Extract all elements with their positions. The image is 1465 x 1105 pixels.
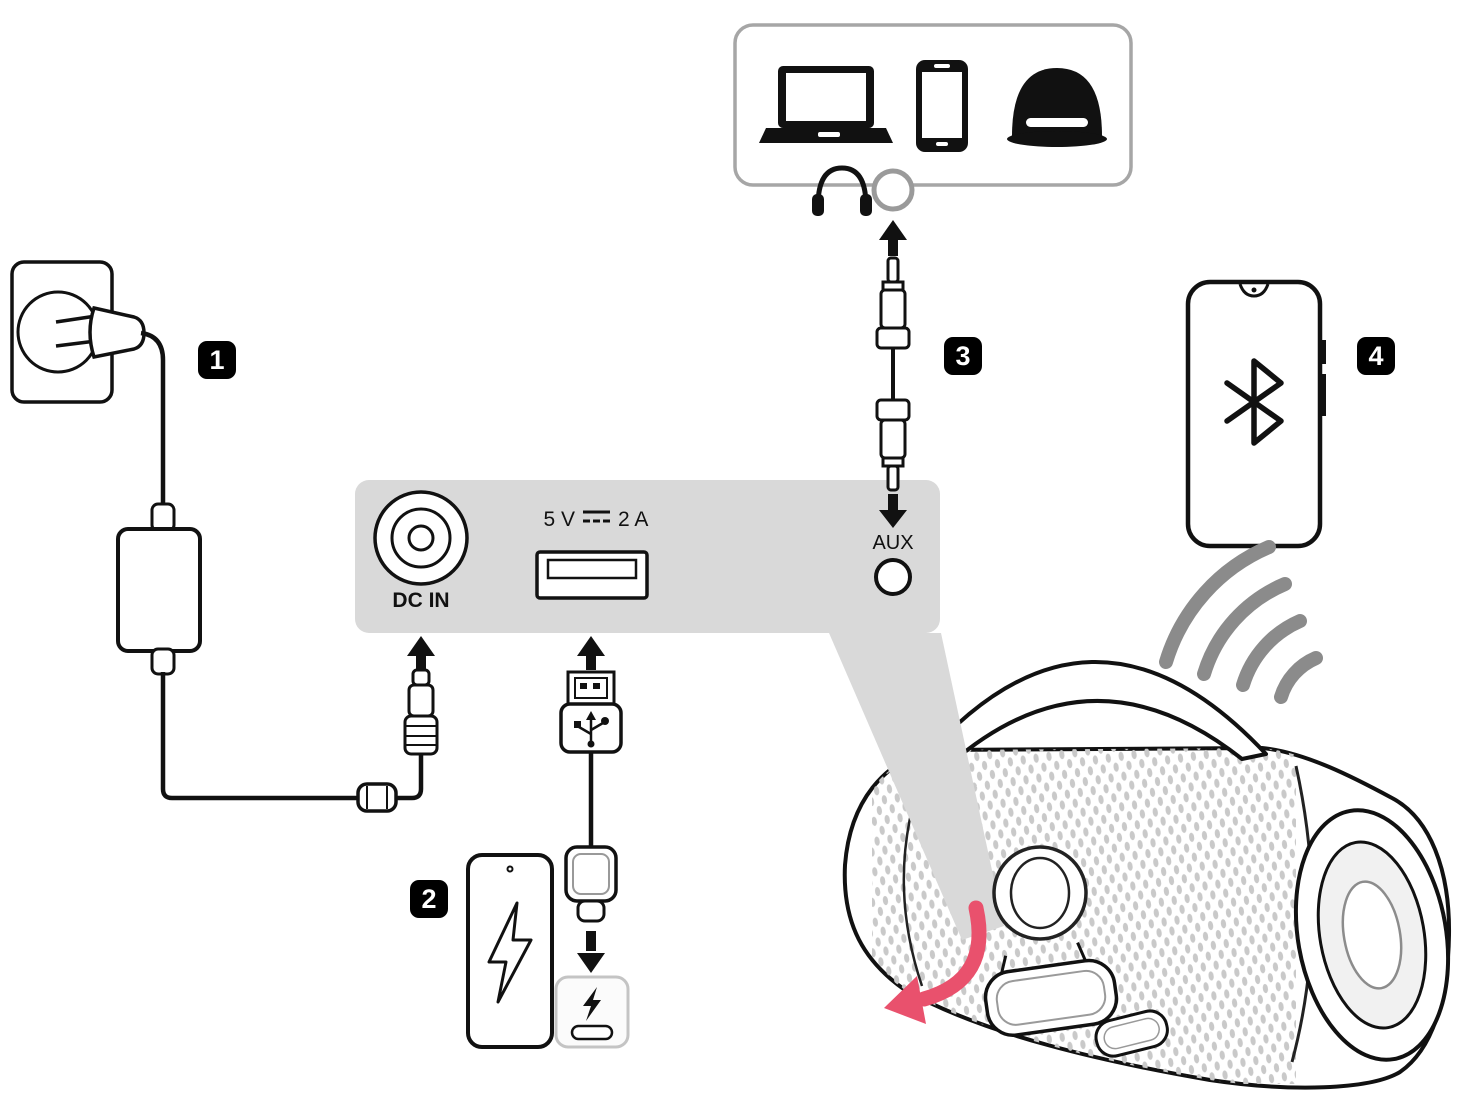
usb-amps-label: 2 A [618,508,648,531]
charging-phone [466,853,554,1049]
step-1-number: 1 [209,345,224,375]
open-port-cover [983,942,1119,1037]
adapter-strain-relief-top [150,502,176,533]
laptop-icon [759,66,893,143]
aux-jack-icon [871,168,915,212]
step-3-number: 3 [955,341,970,371]
power-connection: 1 [10,260,439,813]
signal-waves-icon [1159,540,1323,704]
usb-trident-icon [574,711,609,748]
speaker-port-area [884,845,1119,1037]
phone-camera-dot [506,865,514,873]
open-cover-arrow-icon [884,900,987,1024]
usb-c-connector [564,845,618,923]
headphones-icon [812,165,872,216]
power-cable-lower [160,672,424,801]
step-badge-4: 4 [1357,337,1395,375]
aux-cable [875,256,911,492]
bluetooth-icon [1224,358,1284,446]
step-badge-3: 3 [944,337,982,375]
home-audio-icon [1007,68,1107,147]
bluetooth-connection: 4 [1159,279,1395,704]
rear-panel: DC IN 5 V 2 A AUX [355,480,940,633]
charging-port-icon [554,975,630,1049]
phone-camera-dot [1251,287,1257,293]
usb-a-connector [559,670,623,754]
port-cover-strap [1094,1009,1169,1058]
speaker-handle [919,660,1268,767]
arrow-down-aux [879,494,907,528]
usb-charging: 2 [410,636,630,1049]
power-adapter-brick [116,527,202,653]
power-plug [88,305,146,360]
usb-volts-label: 5 V [543,508,575,531]
callout-wedge [829,633,1004,940]
dc-plug [403,668,439,756]
lightning-bolt-icon [583,987,601,1021]
usb-port [535,550,649,600]
ferrite-bead [356,782,398,813]
phone-side-button [1320,374,1326,416]
arrow-up-usb [577,636,605,670]
dc-in-port [373,490,469,586]
usb-c-slot [570,1024,614,1041]
plug-prong [55,314,97,324]
port-recess-inner [1009,856,1071,930]
arrow-down-charger [577,931,605,973]
step-badge-1: 1 [198,341,236,379]
step-4-number: 4 [1368,341,1383,371]
outlet-socket [16,290,100,374]
step-badge-2: 2 [410,880,448,918]
arrow-up-dc-in [407,636,435,670]
lightning-bolt-icon [487,901,533,1004]
dc-in-label: DC IN [392,589,449,612]
passive-radiator [1293,808,1451,1062]
smartphone-icon [916,60,968,152]
dc-symbol-icon [583,510,610,523]
aux-label: AUX [872,532,913,554]
arrow-up-source [879,220,907,256]
step-2-number: 2 [421,884,436,914]
power-cable-upper [140,330,166,506]
aux-port [874,558,912,596]
adapter-strain-relief-bottom [150,647,176,676]
phone-notch [1238,283,1270,298]
aux-sources: 3 [733,23,1133,528]
phone-side-button [1320,340,1326,364]
